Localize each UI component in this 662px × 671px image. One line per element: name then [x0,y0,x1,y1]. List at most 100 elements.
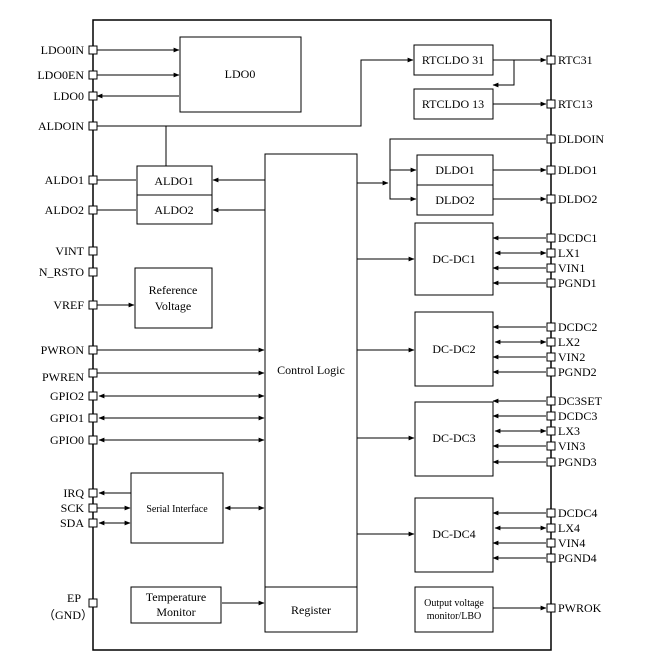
pin-gpio1 [88,413,98,423]
pin-aldo2-label: ALDO2 [45,203,84,217]
pin-pgnd2 [546,367,556,377]
pin-pgnd2-label: PGND2 [558,365,597,379]
pin-dldo1 [546,165,556,175]
pin-vin1-label: VIN1 [558,261,585,275]
pin-pwron [88,345,98,355]
pin-pgnd4-label: PGND4 [558,551,597,565]
rtcldo13-block [413,88,494,120]
pin-aldo1-label: ALDO1 [45,173,84,187]
dldo1-label: DLDO1 [435,163,474,177]
pin-irq-label: IRQ [63,486,84,500]
control-logic-label: Control Logic [277,363,345,377]
dcdc4-block [414,497,494,573]
ldo0-block [179,36,302,113]
pin-vin4 [546,538,556,548]
pin-ldo0-label: LDO0 [53,89,84,103]
control-logic-block [264,153,358,588]
pin-vin4-label: VIN4 [558,536,585,550]
pin-sda [88,518,98,528]
pin-aldoin-label: ALDOIN [38,119,84,133]
pin-vin2-label: VIN2 [558,350,585,364]
pin-rtc31-label: RTC31 [558,53,593,67]
pin-vint-label: VINT [55,244,84,258]
dldo2-label: DLDO2 [435,193,474,207]
pin-n-rsto [88,267,98,277]
pin-lx1 [546,248,556,258]
pin-rtc13-label: RTC13 [558,97,593,111]
chip-outline [92,19,552,651]
pin-vref-label: VREF [53,298,84,312]
pin-lx2 [546,337,556,347]
aldo1-block [136,165,213,196]
register-block [264,586,358,633]
pin-lx2-label: LX2 [558,335,580,349]
pin-aldoin [88,121,98,131]
pin-dcdc3-label: DCDC3 [558,409,597,423]
pin-rtc13 [546,99,556,109]
pin-pwrok-label: PWROK [558,601,602,615]
pin-irq [88,488,98,498]
pin-pgnd1-label: PGND1 [558,276,597,290]
pin-pwren-label: PWREN [42,370,84,384]
pin-gpio0-label: GPIO0 [50,433,84,447]
temperature-monitor-label-2: Monitor [156,605,195,619]
aldo2-label: ALDO2 [154,203,193,217]
pin-sck-label: SCK [61,501,85,515]
pin-vin3-label: VIN3 [558,439,585,453]
pin-dcdc4 [546,508,556,518]
serial-interface-block [130,472,224,544]
dcdc4-label: DC-DC4 [432,527,475,541]
pin-pwren [88,368,98,378]
pin-ldo0 [88,91,98,101]
dcdc3-block [414,401,494,477]
pin-dldo2 [546,194,556,204]
pin-dc3set-label: DC3SET [558,394,603,408]
right-pins: RTC31 RTC13 DLDOIN DLDO1 DLDO2 DCDC1 LX1… [546,53,604,615]
pin-vref [88,300,98,310]
pin-ldo0en [88,70,98,80]
ldo0-label: LDO0 [225,67,256,81]
pin-dcdc1-label: DCDC1 [558,231,597,245]
temperature-monitor-block [130,586,222,624]
output-monitor-label-1: Output voltage [424,598,484,609]
pin-aldo2 [88,205,98,215]
pin-dldo1-label: DLDO1 [558,163,597,177]
pin-dcdc2 [546,322,556,332]
pin-pgnd3 [546,457,556,467]
pin-sck [88,503,98,513]
pin-aldo1 [88,175,98,185]
pin-gpio1-label: GPIO1 [50,411,84,425]
pin-gnd-label: （GND） [43,608,93,622]
pin-dldo2-label: DLDO2 [558,192,597,206]
reference-voltage-label-2: Voltage [155,299,191,313]
pin-dcdc2-label: DCDC2 [558,320,597,334]
pin-gpio2-label: GPIO2 [50,389,84,403]
pin-sda-label: SDA [60,516,84,530]
pin-gpio2 [88,391,98,401]
dcdc3-label: DC-DC3 [432,431,475,445]
output-monitor-block [414,586,494,633]
pin-lx4 [546,523,556,533]
pin-n-rsto-label: N_RSTO [39,265,84,279]
rtcldo31-label: RTCLDO 31 [422,53,484,67]
pin-lx3 [546,426,556,436]
pin-lx3-label: LX3 [558,424,580,438]
pin-ldo0en-label: LDO0EN [37,68,84,82]
pin-pwrok [546,603,556,613]
pin-lx4-label: LX4 [558,521,580,535]
pin-vin2 [546,352,556,362]
serial-interface-label: Serial Interface [146,504,208,515]
pin-ep-label: EP [67,591,81,605]
pin-pgnd3-label: PGND3 [558,455,597,469]
pin-dcdc4-label: DCDC4 [558,506,597,520]
aldo2-block [136,194,213,225]
pin-ldo0in-label: LDO0IN [41,43,85,57]
pin-gpio0 [88,435,98,445]
connections [96,47,547,611]
pin-dldoin-label: DLDOIN [558,132,604,146]
pin-pwron-label: PWRON [41,343,85,357]
left-pins: LDO0IN LDO0EN LDO0 ALDOIN ALDO1 ALDO2 VI… [37,43,98,622]
pin-lx1-label: LX1 [558,246,580,260]
dcdc1-label: DC-DC1 [432,252,475,266]
